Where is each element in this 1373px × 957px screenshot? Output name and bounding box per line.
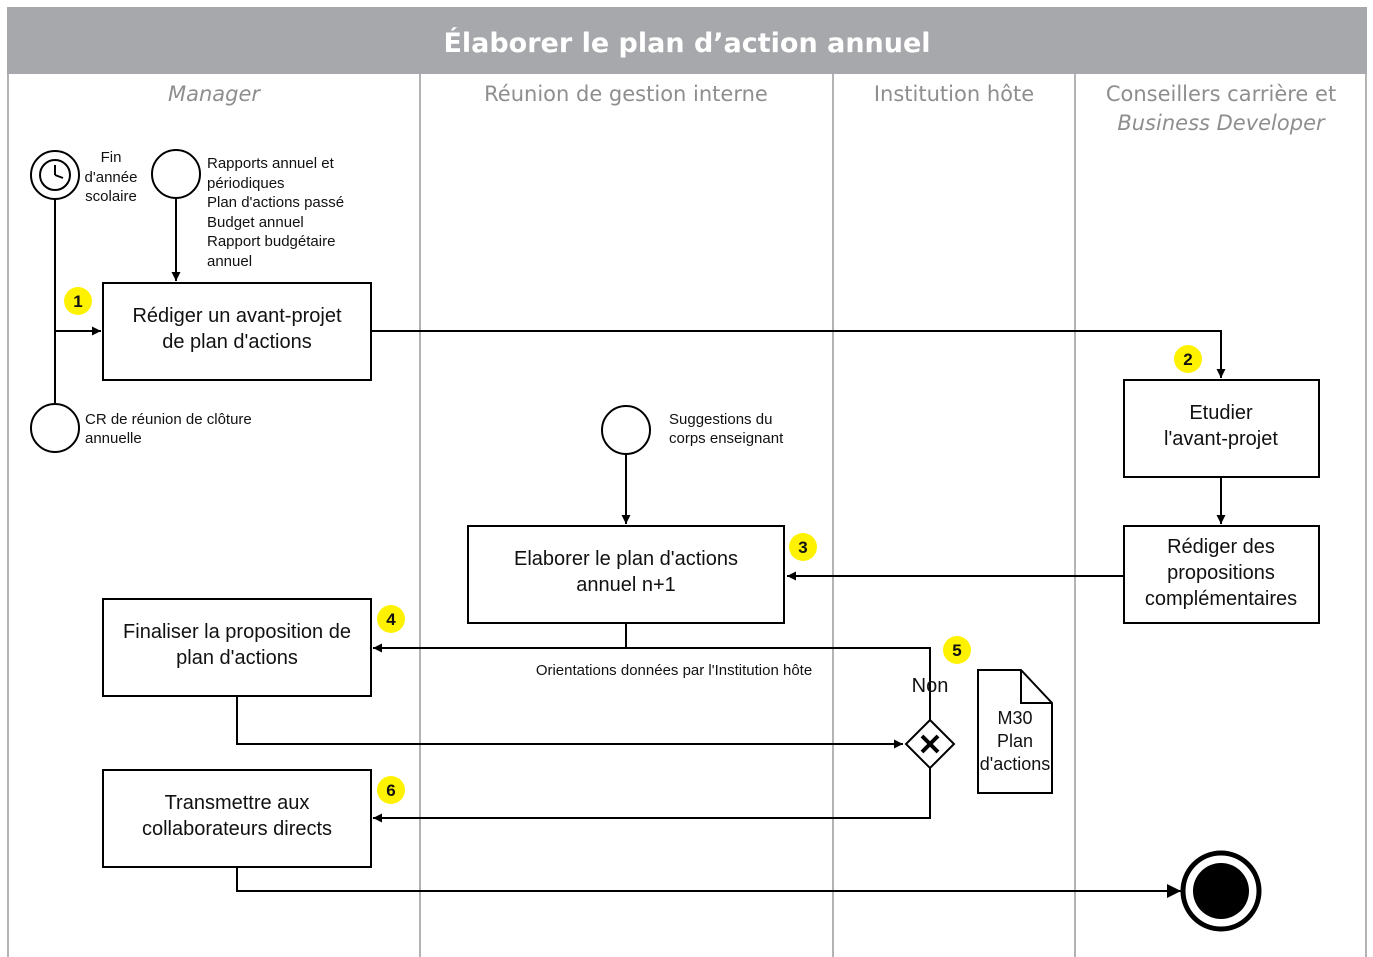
cr-label-line1: CR de réunion de clôture <box>85 411 252 428</box>
svg-text:Rapports annuel et: Rapports annuel et <box>207 155 335 172</box>
task-transmettre[interactable] <box>102 769 372 868</box>
suggestions-label-line1: Suggestions du <box>669 411 772 428</box>
cr-label-line2: annuelle <box>85 430 142 447</box>
task-etudier-avant-projet[interactable] <box>1123 379 1320 478</box>
task-elaborer-plan[interactable] <box>467 525 785 624</box>
compl-label-line3: complémentaires <box>1145 588 1297 610</box>
step-badge-1 <box>64 287 92 315</box>
step-badge-4 <box>377 605 405 633</box>
task1-label-line2: de plan d'actions <box>162 331 311 353</box>
title-bar <box>7 7 1367 74</box>
task-finaliser-proposition[interactable] <box>102 598 372 697</box>
suggestions-start-event <box>601 405 651 455</box>
flow-task4-to-gateway <box>236 696 903 749</box>
timer-start-event <box>30 150 80 200</box>
task6-label-line1: Transmettre aux <box>165 792 310 814</box>
task4-label-line1: Finaliser la proposition de <box>123 621 351 643</box>
task2-label-line2: l'avant-projet <box>1164 428 1278 450</box>
document-m30 <box>977 669 1053 794</box>
gateway-no-label: Non <box>912 675 949 697</box>
svg-text:Budget annuel: Budget annuel <box>207 214 304 231</box>
svg-text:4: 4 <box>386 610 396 629</box>
task-rediger-propositions[interactable] <box>1123 525 1320 624</box>
flow-gateway-to-task6 <box>373 768 931 823</box>
exclusive-gateway[interactable] <box>904 718 956 770</box>
task-rediger-avant-projet[interactable] <box>102 282 372 381</box>
lane-header-reunion: Réunion de gestion interne <box>484 82 768 106</box>
cr-start-event <box>30 403 80 453</box>
svg-text:périodiques: périodiques <box>207 175 285 192</box>
svg-text:Rapport budgétaire: Rapport budgétaire <box>207 233 335 250</box>
svg-text:annuel: annuel <box>207 253 252 270</box>
svg-text:1: 1 <box>73 292 82 311</box>
inputs-label: Rapports annuel et périodiques Plan d'ac… <box>207 155 344 270</box>
svg-text:2: 2 <box>1183 350 1192 369</box>
timer-label-line3: scolaire <box>85 188 137 205</box>
swimlane-separators <box>7 74 1367 957</box>
step-badge-6 <box>377 776 405 804</box>
step-badge-5 <box>943 636 971 664</box>
flow-task1-to-task2 <box>371 330 1226 378</box>
flow-task3-to-gateway <box>625 623 931 720</box>
flow-label-orientations: Orientations données par l'Institution h… <box>536 662 812 679</box>
document-label-line2: Plan <box>997 731 1033 751</box>
document-icon <box>977 669 1053 794</box>
svg-text:Plan d'actions passé: Plan d'actions passé <box>207 194 344 211</box>
svg-text:3: 3 <box>798 538 807 557</box>
flow-task6-to-end <box>236 867 1181 898</box>
lane-header-manager: Manager <box>168 82 261 106</box>
svg-text:6: 6 <box>386 781 395 800</box>
task6-label-line2: collaborateurs directs <box>142 818 332 840</box>
x-icon <box>920 734 940 754</box>
diagram-title: Élaborer le plan d’action annuel <box>443 27 930 59</box>
timer-label-line1: Fin <box>101 149 122 166</box>
task4-label-line2: plan d'actions <box>176 647 298 669</box>
lane-header-business-developer: Business Developer <box>1117 111 1326 135</box>
compl-label-line2: propositions <box>1167 562 1275 584</box>
timer-label-line2: d'année <box>85 169 138 186</box>
sequence-flows <box>54 198 1226 898</box>
task1-label-line1: Rédiger un avant-projet <box>132 305 341 327</box>
suggestions-label-line2: corps enseignant <box>669 430 784 447</box>
step-badge-3 <box>789 533 817 561</box>
task3-label-line1: Elaborer le plan d'actions <box>514 548 738 570</box>
lane-header-conseillers: Conseillers carrière et <box>1106 82 1336 106</box>
end-event <box>1180 850 1262 932</box>
document-label-line1: M30 <box>997 708 1032 728</box>
document-label-line3: d'actions <box>980 754 1050 774</box>
compl-label-line1: Rédiger des <box>1167 536 1275 558</box>
step-badge-2 <box>1174 345 1202 373</box>
task2-label-line1: Etudier <box>1189 402 1253 424</box>
svg-text:5: 5 <box>952 641 961 660</box>
task3-label-line2: annuel n+1 <box>576 574 676 596</box>
lane-header-institution: Institution hôte <box>874 82 1034 106</box>
inputs-start-event <box>151 149 201 199</box>
